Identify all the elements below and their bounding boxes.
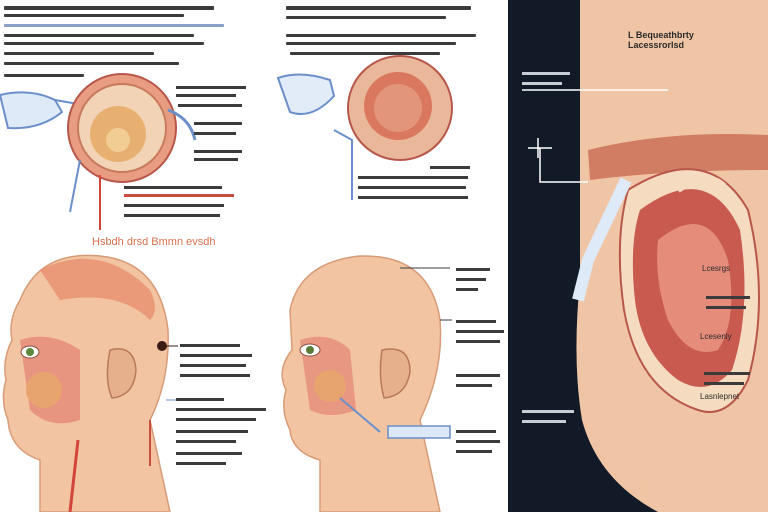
label-block [166,344,266,465]
text-line [456,268,490,271]
text-line [456,330,504,333]
right-panel-title: L Bequeathbrty Lacessrorlsd [628,30,694,50]
text-line [704,372,750,375]
eye-icon [20,345,40,359]
text-line [124,204,224,207]
text-line [456,440,500,443]
text-line [358,186,466,189]
text-line [286,34,476,37]
right-title-line-2: Lacessrorlsd [628,40,685,50]
text-line [706,306,746,309]
text-line [124,186,222,189]
head-profile-right [281,255,452,512]
text-line [178,104,242,107]
text-line [124,214,220,217]
text-line [4,24,224,27]
text-line [4,14,184,17]
right-title-line-1: L Bequeathbrty [628,30,694,40]
top-text-block [4,6,476,77]
right-label-1: Lcesrgs [702,264,731,273]
text-line [176,462,226,465]
text-line [290,52,440,55]
head-profile-left [2,254,178,512]
cross-section-icon [276,55,453,200]
text-line [180,374,250,377]
right-panel: Lcesrgs Lcesenly Lasnlepnet [508,0,768,512]
text-line [286,16,446,19]
text-line [358,176,468,179]
text-line [180,344,240,347]
text-line [4,62,179,65]
left-illustration [0,6,504,512]
text-line [176,440,236,443]
text-line [522,82,562,85]
text-line [4,74,84,77]
text-line [4,52,154,55]
text-line [194,158,238,161]
leader-lines [522,89,668,183]
label-block [124,86,470,217]
text-line [706,296,750,299]
label-block [456,268,504,453]
text-line [4,6,214,10]
text-line [522,72,570,75]
text-line [176,94,236,97]
right-illustration [508,0,768,512]
eye-icon [299,343,321,357]
text-line [456,288,478,291]
text-line [704,382,744,385]
text-line [456,430,496,433]
text-line [456,340,500,343]
text-line [456,278,486,281]
right-label-3: Lasnlepnet [700,392,740,401]
left-panel: Hsbdh drsd Bmmn evsdh [0,6,504,512]
text-line [176,418,256,421]
text-line [176,86,246,89]
text-line [176,398,224,401]
text-line [286,6,471,10]
text-line [194,132,236,135]
text-line [522,410,574,413]
text-line [358,196,468,199]
text-line [4,42,204,45]
text-line [430,166,470,169]
text-line [124,194,234,197]
text-line [522,420,566,423]
text-line [180,364,246,367]
text-line [180,354,252,357]
ear-icon [106,348,137,399]
cross-section-icon [618,168,760,413]
right-label-2: Lcesenly [700,332,732,341]
ear-icon [379,348,411,399]
finger-rays [590,399,708,508]
text-line [194,150,242,153]
label-block [704,296,750,385]
label-block [522,72,574,423]
left-header: Hsbdh drsd Bmmn evsdh [92,236,216,248]
tissue-layer [588,134,768,180]
probe-icon [572,177,632,302]
text-line [194,122,242,125]
cross-section-icon [67,73,197,230]
text-line [456,384,492,387]
text-line [176,408,266,411]
text-line [4,34,194,37]
text-line [176,430,248,433]
text-line [286,42,456,45]
probe-icon [0,91,79,130]
text-line [456,320,496,323]
text-line [456,450,492,453]
text-line [176,452,242,455]
text-line [456,374,500,377]
